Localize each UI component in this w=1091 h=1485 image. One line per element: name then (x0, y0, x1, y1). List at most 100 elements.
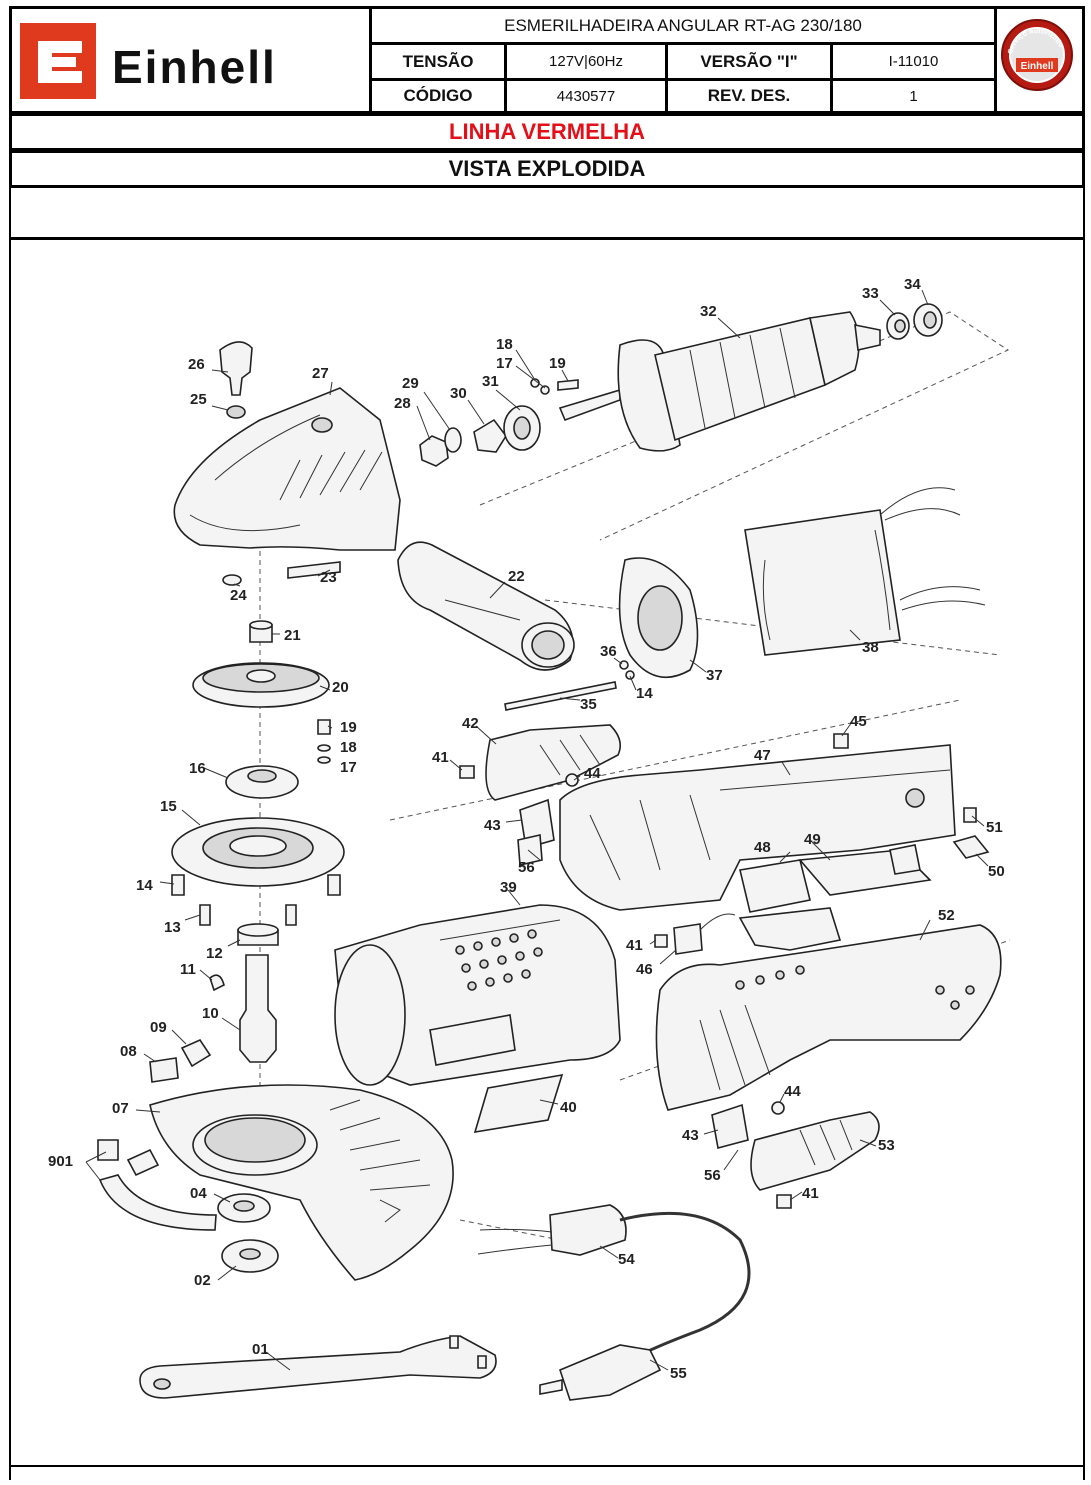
part-34-bearing (913, 303, 943, 337)
view-name-bar: VISTA EXPLODIDA (9, 150, 1085, 188)
callout-14: 14 (636, 685, 653, 702)
part-54-cord-protector (477, 1204, 627, 1256)
part-20-bevel-gear (192, 662, 330, 708)
line-name-bar: LINHA VERMELHA (9, 113, 1085, 151)
callout-47: 47 (754, 747, 771, 764)
callout-23: 23 (320, 569, 337, 586)
service-seal: Serviço Autorizado Einhell (1000, 18, 1074, 92)
part-43-switch-slider (519, 798, 555, 850)
part-36-14-washers (619, 660, 635, 680)
versao-value: I-11010 (888, 53, 939, 70)
callout-11: 11 (180, 961, 196, 978)
callout-54: 54 (618, 1251, 635, 1268)
callout-40: 40 (560, 1099, 577, 1116)
part-41-screw-top (459, 765, 475, 779)
revdes-label: REV. DES. (707, 86, 791, 105)
part-55-power-cord (539, 1211, 751, 1401)
revdes-value: 1 (909, 87, 918, 105)
einhell-logo: Einhell (20, 23, 277, 99)
callout-09: 09 (150, 1019, 167, 1036)
blank-row (9, 187, 1085, 240)
callout-14b: 14 (136, 877, 153, 894)
part-27-gear-housing (173, 387, 401, 551)
callout-16: 16 (189, 760, 206, 777)
callout-02: 02 (194, 1272, 211, 1289)
part-50-clip (952, 835, 990, 859)
part-09-lever (180, 1038, 212, 1068)
callout-31: 31 (482, 373, 499, 390)
callout-30: 30 (450, 385, 467, 402)
leader-lines (85, 289, 989, 1371)
callout-45: 45 (850, 713, 867, 730)
part-33-bearing (886, 312, 910, 340)
callout-52: 52 (938, 907, 955, 924)
callout-27: 27 (312, 365, 329, 382)
part-30-pinion (473, 418, 507, 453)
callout-04: 04 (190, 1185, 207, 1202)
part-49-switch-module (798, 844, 932, 896)
callout-01: 01 (252, 1341, 269, 1358)
part-51-screw (963, 807, 977, 823)
part-46-capacitor (673, 913, 736, 955)
codigo-value: 4430577 (556, 87, 616, 105)
callout-49: 49 (804, 831, 821, 848)
callout-18: 18 (496, 336, 513, 353)
callout-41b: 41 (626, 937, 643, 954)
callout-18b: 18 (340, 739, 357, 756)
brand-wordmark: Einhell (112, 41, 277, 93)
part-53-switch-cover-lower (750, 1111, 880, 1191)
part-24-washer (222, 574, 242, 586)
callout-41c: 41 (802, 1185, 819, 1202)
callout-901: 901 (48, 1153, 73, 1170)
part-41-screw-lower (776, 1194, 792, 1209)
codigo-label: CÓDIGO (403, 86, 473, 105)
callout-42: 42 (462, 715, 479, 732)
product-title: ESMERILHADEIRA ANGULAR RT-AG 230/180 (504, 15, 862, 35)
callout-15: 15 (160, 798, 177, 815)
part-21-bush (249, 620, 273, 643)
callout-19b: 19 (340, 719, 357, 736)
callout-24: 24 (230, 587, 247, 604)
callout-34: 34 (904, 276, 921, 293)
line-name: LINHA VERMELHA (449, 119, 645, 144)
callout-19: 19 (549, 355, 566, 372)
callout-43b: 43 (682, 1127, 699, 1144)
callout-37: 37 (706, 667, 723, 684)
part-11-key (209, 974, 225, 992)
part-44-spring-lower (771, 1101, 785, 1115)
part-15-bearing-flange (171, 817, 345, 887)
part-39-motor-housing (334, 904, 621, 1086)
part-10-spindle (239, 954, 277, 1063)
part-42-switch-cover (485, 724, 621, 801)
callout-38: 38 (862, 639, 879, 656)
callout-20: 20 (332, 679, 349, 696)
tensao-value: 127V|60Hz (549, 53, 623, 70)
brand-logo-cell: Einhell (12, 9, 370, 111)
part-32-armature (558, 311, 881, 452)
callout-08: 08 (120, 1043, 137, 1060)
part-901-clamp-ring (97, 1139, 217, 1231)
callout-53: 53 (878, 1137, 895, 1154)
part-37-air-baffle (618, 557, 699, 679)
callout-12: 12 (206, 945, 223, 962)
part-35-long-screw (504, 681, 617, 711)
callout-21: 21 (284, 627, 301, 644)
callout-51: 51 (986, 819, 1003, 836)
callout-55: 55 (670, 1365, 687, 1382)
part-25-spring (226, 405, 246, 419)
callout-22: 22 (508, 568, 525, 585)
part-44-spring (565, 773, 579, 787)
part-23-screw (287, 561, 341, 579)
callout-41: 41 (432, 749, 449, 766)
part-12-bearing (237, 923, 279, 946)
callout-07: 07 (112, 1100, 129, 1117)
part-40-label (473, 1073, 564, 1133)
part-04-inner-flange (217, 1193, 271, 1223)
callout-50: 50 (988, 863, 1005, 880)
callout-17b: 17 (340, 759, 357, 776)
part-01-pin-wrench (139, 1335, 497, 1399)
callout-13: 13 (164, 919, 181, 936)
part-14-13-screws (171, 874, 341, 926)
versao-label: VERSÃO "I" (700, 51, 798, 71)
callout-25: 25 (190, 391, 207, 408)
